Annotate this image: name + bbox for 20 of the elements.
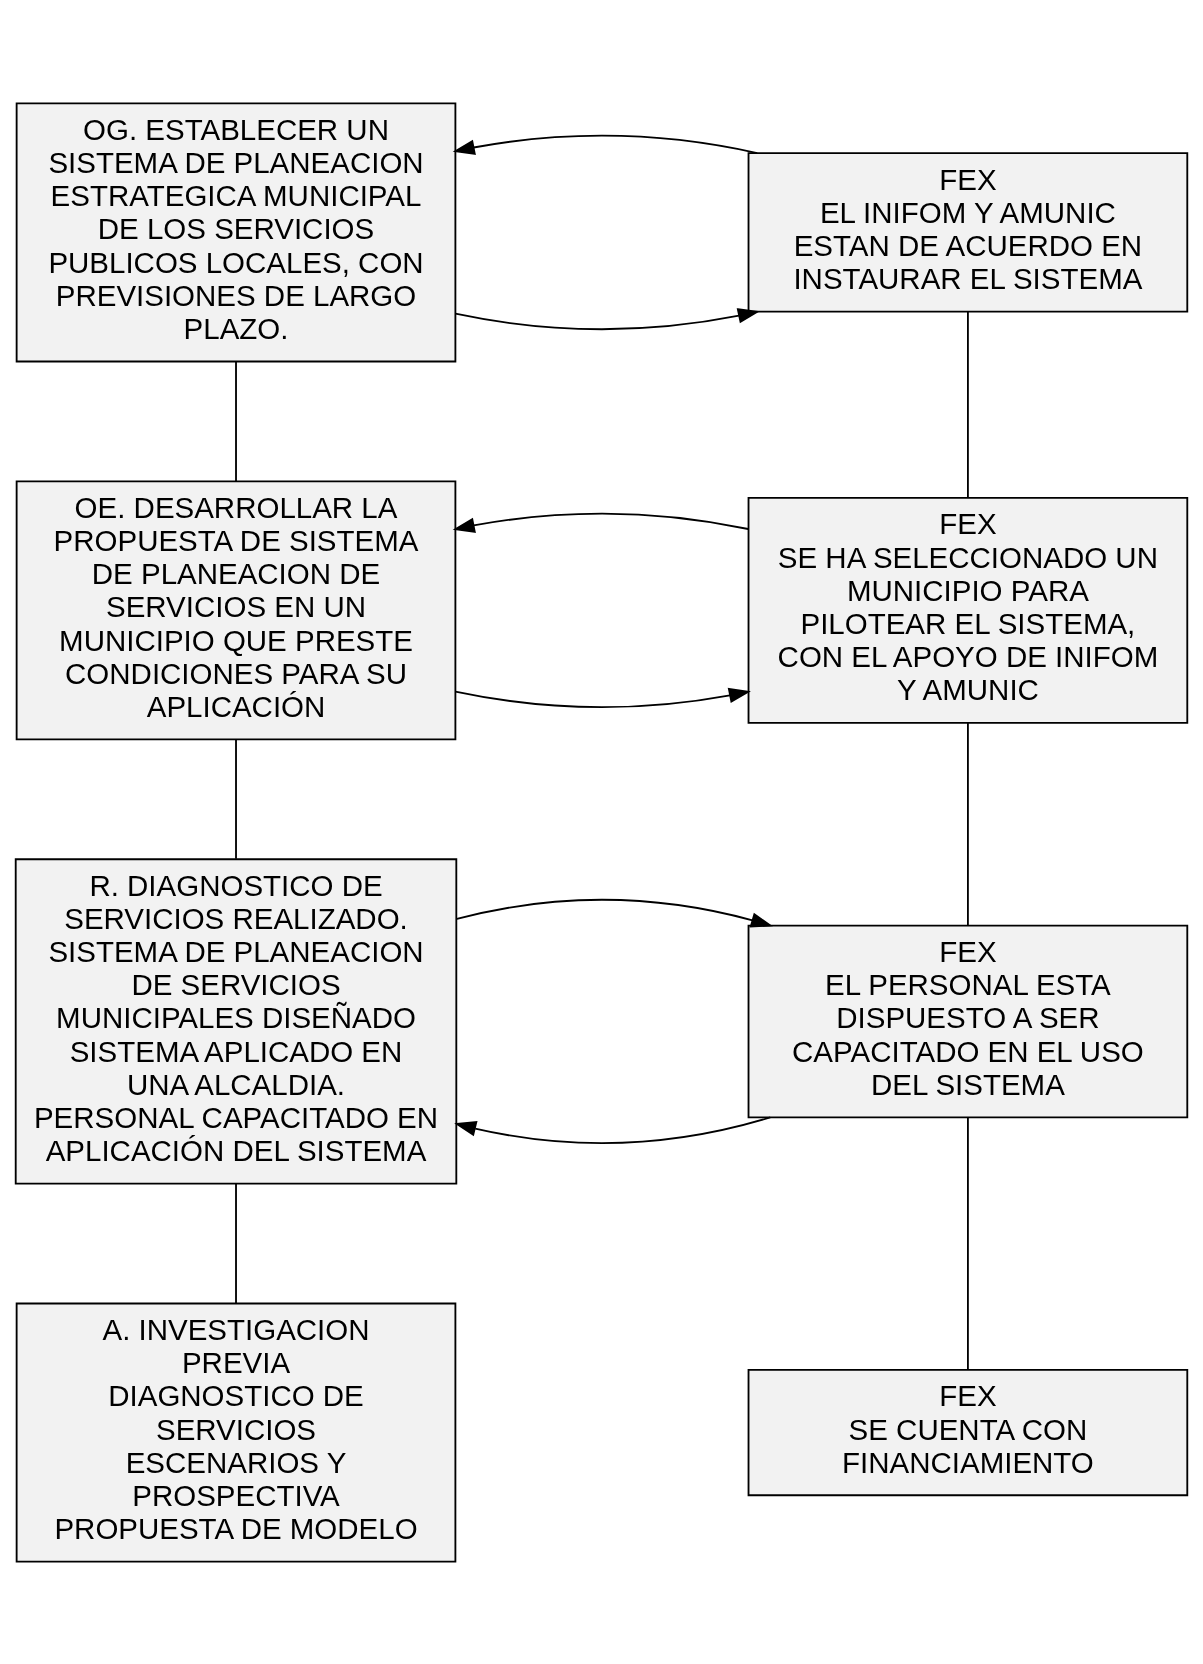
arrow (455, 898, 773, 928)
arrow (454, 687, 751, 708)
connector (235, 1182, 237, 1304)
node-box: A. INVESTIGACION PREVIA DIAGNOSTICO DE SERVICIOS ESCENARIOS Y PROSPECTIVA PROPUESTA DE MODELO (15, 1302, 457, 1563)
arrow (452, 134, 759, 155)
node-box: R. DIAGNOSTICO DE SERVICIOS REALIZADO. SISTEMA DE PLANEACION DE SERVICIOS MUNICIPALES DISEÑADO SISTEMA APLICADO EN UNA ALCALDIA. PERSONAL CAPACITADO EN APLICACIÓN DEL SISTEMA (14, 857, 458, 1185)
node-box: FEX SE CUENTA CON FINANCIAMIENTO (747, 1368, 1189, 1496)
arrow (454, 1116, 772, 1144)
connector (235, 738, 237, 860)
node-box: FEX EL PERSONAL ESTA DISPUESTO A SER CAPACITADO EN EL USO DEL SISTEMA (747, 924, 1189, 1118)
connector (967, 310, 969, 499)
connector (967, 721, 969, 926)
node-box: FEX EL INIFOM Y AMUNIC ESTAN DE ACUERDO EN INSTAURAR EL SISTEMA (747, 151, 1189, 313)
arrow (454, 307, 760, 330)
node-box: OE. DESARROLLAR LA PROPUESTA DE SISTEMA DE PLANEACION DE SERVICIOS EN UN MUNICIPIO QUE PRESTE CONDICIONES PARA SU APLICACIÓN (15, 479, 457, 740)
node-box: FEX SE HA SELECCIONADO UN MUNICIPIO PARA PILOTEAR EL SISTEMA, CON EL APOYO DE INIFOM Y AMUNIC (747, 496, 1189, 724)
node-box: OG. ESTABLECER UN SISTEMA DE PLANEACION ESTRATEGICA MUNICIPAL DE LOS SERVICIOS PUBLICOS LOCALES, CON PREVISIONES DE LARGO PLAZO. (15, 101, 457, 362)
connector (235, 360, 237, 482)
connector (967, 1116, 969, 1371)
arrow (452, 512, 750, 533)
